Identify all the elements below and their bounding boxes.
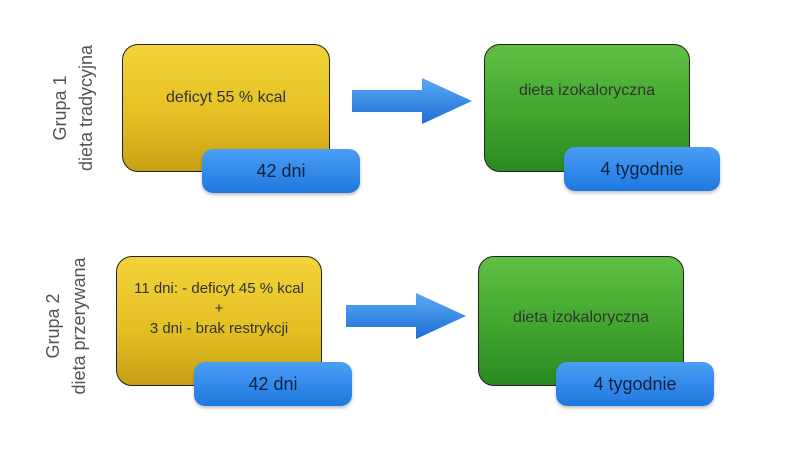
group-1-arrow-icon: [352, 78, 472, 124]
group-2-phase-1-duration: 42 dni: [248, 373, 298, 394]
group-1-title: Grupa 1: [50, 75, 70, 141]
group-2-phase-2-duration: 4 tygodnie: [593, 373, 677, 394]
group-2-phase-1-line-2: +: [214, 300, 224, 317]
group-1-label: Grupa 1 dieta tradycyjna: [47, 0, 103, 218]
group-1-phase-2-text: dieta izokaloryczna: [518, 82, 656, 99]
group-2-arrow-icon: [346, 293, 466, 339]
group-1-phase-2-duration-badge: 4 tygodnie: [564, 147, 720, 191]
group-2-phase-1-line-1: 11 dni: - deficyt 45 % kcal: [134, 280, 304, 297]
group-2-phase-2-text: dieta izokaloryczna: [512, 309, 650, 326]
group-2-phase-2-duration-badge: 4 tygodnie: [556, 362, 714, 406]
group-1-phase-1-duration-badge: 42 dni: [202, 149, 360, 193]
group-2-title: Grupa 2: [43, 293, 63, 359]
group-2-phase-1-duration-badge: 42 dni: [194, 362, 352, 406]
group-2-label: Grupa 2 dieta przerywana: [40, 216, 96, 436]
group-1-phase-1-text: deficyt 55 % kcal: [165, 89, 287, 106]
group-2-phase-1-line-3: 3 dni - brak restrykcji: [149, 320, 289, 337]
group-2-subtitle: dieta przerywana: [69, 257, 89, 395]
group-1-subtitle: dieta tradycyjna: [76, 44, 96, 172]
group-1-phase-2-duration: 4 tygodnie: [600, 158, 684, 179]
group-1-phase-1-duration: 42 dni: [256, 160, 306, 181]
